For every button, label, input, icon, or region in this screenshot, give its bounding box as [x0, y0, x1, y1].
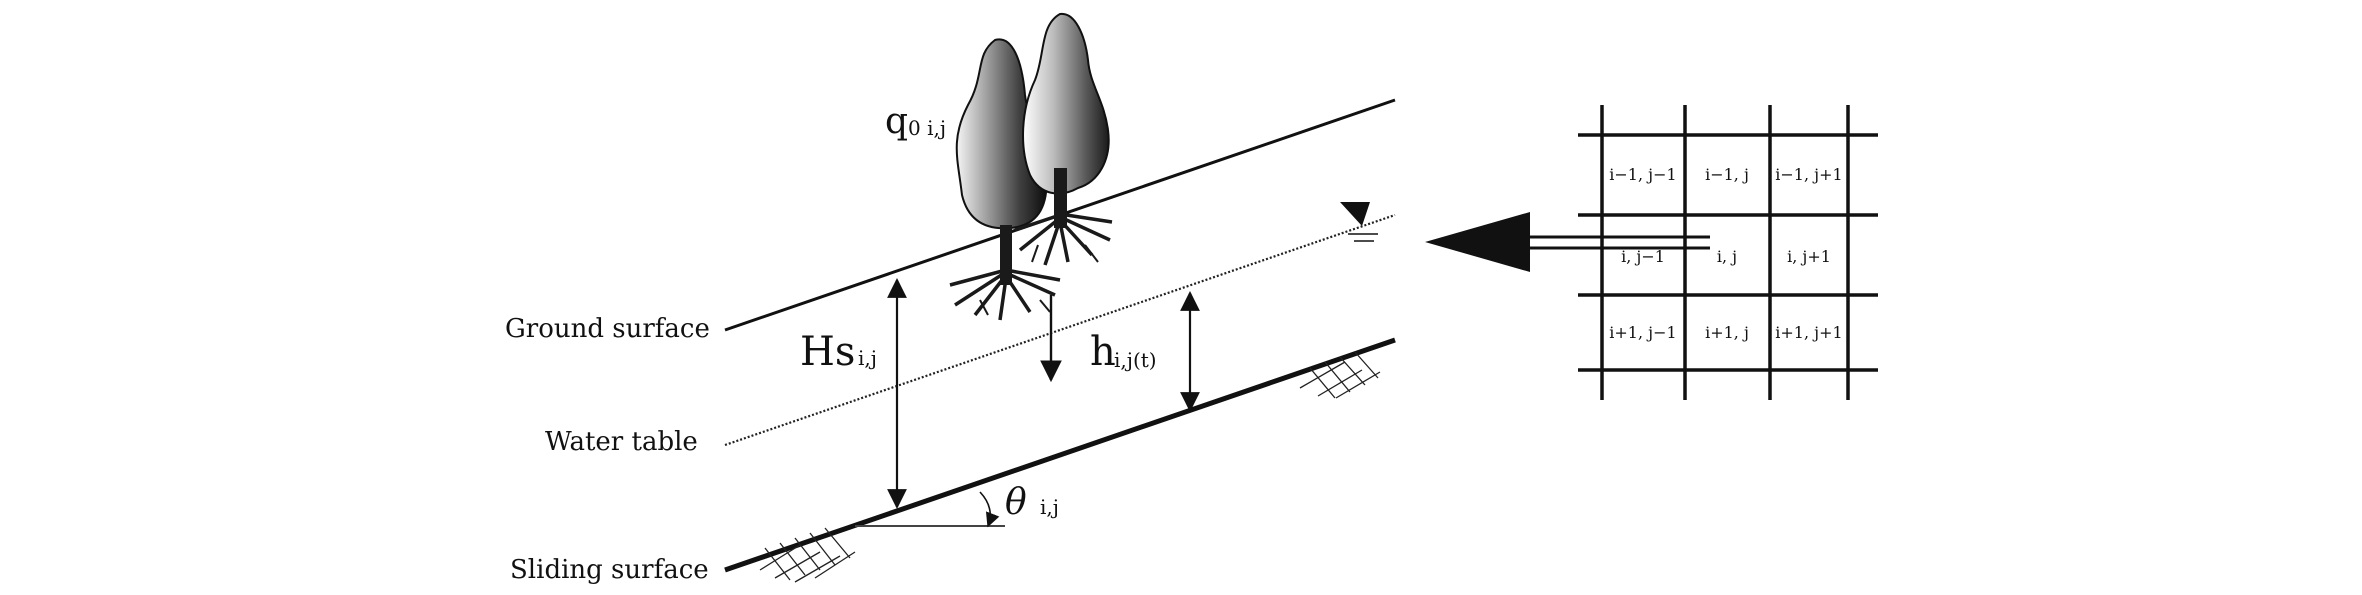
grid-cell: i−1, j — [1705, 165, 1749, 184]
svg-text:0 i,j: 0 i,j — [908, 116, 946, 140]
grid-cell: i, j — [1717, 247, 1737, 266]
soil-hatch-right — [1299, 351, 1381, 399]
q0-label: q 0 i,j — [885, 101, 946, 142]
water-table-symbol — [1340, 202, 1378, 242]
hs-label: Hs i,j — [800, 329, 877, 375]
grid-cell: i, j+1 — [1787, 247, 1831, 266]
theta-label: θ i,j — [1005, 482, 1059, 523]
svg-text:θ: θ — [1005, 482, 1027, 523]
h-label: h i,j(t) — [1090, 329, 1157, 375]
sliding-surface-line — [724, 337, 1396, 573]
grid-cell: i−1, j+1 — [1775, 165, 1842, 184]
svg-text:i,j: i,j — [858, 346, 877, 370]
cell-grid — [1578, 105, 1878, 400]
slope-angle-arc — [979, 491, 1000, 528]
svg-text:h: h — [1090, 329, 1116, 375]
svg-text:q: q — [885, 101, 908, 142]
grid-cell: i+1, j — [1705, 323, 1749, 342]
big-left-arrow — [1425, 212, 1710, 272]
svg-text:i,j: i,j — [1040, 495, 1059, 519]
grid-cell: i+1, j+1 — [1775, 323, 1842, 342]
grid-cell: i+1, j−1 — [1609, 323, 1676, 342]
svg-text:i,j(t): i,j(t) — [1114, 348, 1157, 372]
svg-text:Hs: Hs — [800, 329, 855, 375]
soil-hatch-left — [759, 527, 856, 583]
grid-cell: i, j−1 — [1621, 247, 1665, 266]
tree-icon — [949, 12, 1113, 321]
sliding-surface-label: Sliding surface — [510, 555, 709, 585]
grid-cell: i−1, j−1 — [1609, 165, 1676, 184]
water-table-label: Water table — [545, 427, 698, 457]
ground-surface-label: Ground surface — [505, 314, 710, 344]
